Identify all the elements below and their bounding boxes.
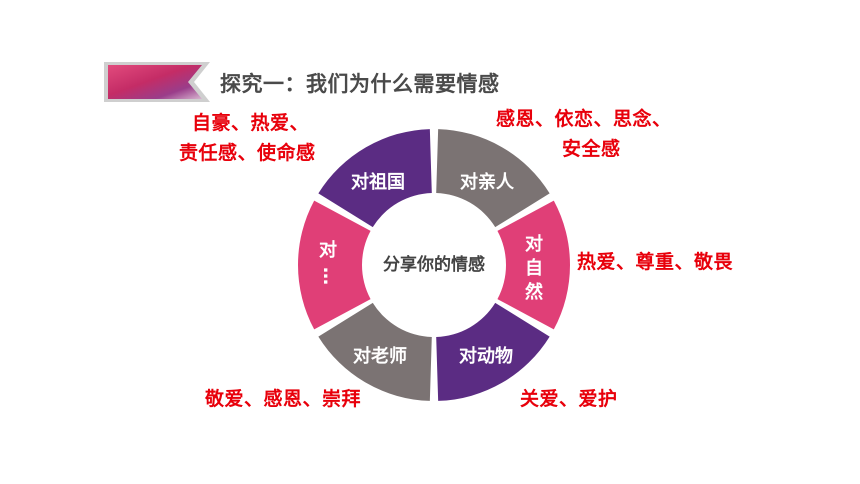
note-family-line-2: 安全感 xyxy=(562,138,621,160)
segment-label-teachers: 对老师 xyxy=(353,345,407,367)
segment-teachers xyxy=(318,302,432,401)
note-animals: 关爱、爱护 xyxy=(520,388,618,410)
segment-family xyxy=(436,129,550,228)
segment-label-others-1: 对 xyxy=(319,239,337,261)
segment-motherland xyxy=(318,129,432,228)
segment-label-nature-1: 对 xyxy=(525,233,543,255)
segment-label-motherland: 对祖国 xyxy=(351,171,405,193)
note-family: 感恩、依恋、思念、 安全感 xyxy=(496,104,672,164)
segment-others xyxy=(298,200,371,330)
segment-label-nature-3: 然 xyxy=(525,281,543,303)
note-teachers: 敬爱、感恩、崇拜 xyxy=(205,388,362,410)
segment-label-animals: 对动物 xyxy=(459,345,513,367)
note-motherland-line-1: 自豪、热爱、 xyxy=(192,112,310,134)
note-family-line-1: 感恩、依恋、思念、 xyxy=(496,108,672,130)
note-motherland: 自豪、热爱、 责任感、使命感 xyxy=(179,108,316,168)
title-banner-graphic xyxy=(104,62,210,102)
segment-label-nature-2: 自 xyxy=(525,257,543,279)
note-motherland-line-2: 责任感、使命感 xyxy=(179,142,316,164)
segment-nature xyxy=(497,200,570,330)
segment-animals xyxy=(436,302,550,401)
center-label: 分享你的情感 xyxy=(383,254,485,275)
segment-label-others-2: … xyxy=(319,267,340,285)
note-nature: 热爱、尊重、敬畏 xyxy=(577,251,734,273)
segment-label-family: 对亲人 xyxy=(460,171,515,193)
page-title: 探究一：我们为什么需要情感 xyxy=(220,72,500,96)
